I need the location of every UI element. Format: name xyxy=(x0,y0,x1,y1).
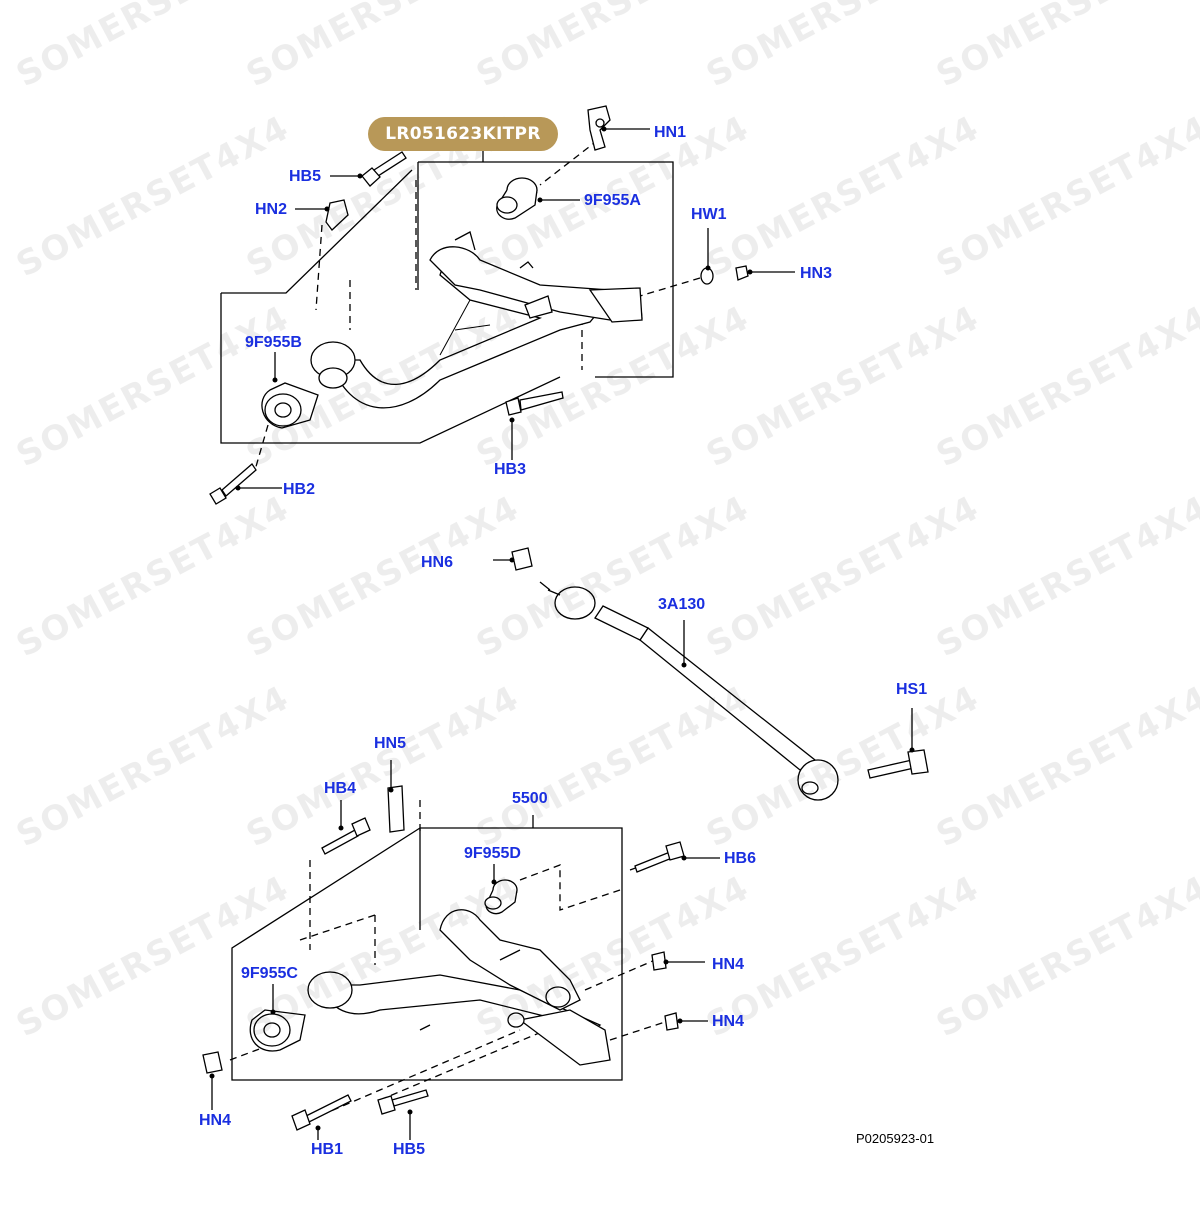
label-hb1: HB1 xyxy=(311,1141,344,1158)
label-hn4-b: HN4 xyxy=(712,1013,745,1030)
label-hs1: HS1 xyxy=(896,681,928,698)
label-5500: 5500 xyxy=(512,790,548,807)
bolt-hb2 xyxy=(209,463,257,505)
bolt-hs1 xyxy=(867,749,929,779)
lower-control-arm-5500 xyxy=(319,909,611,1066)
label-hn4-a: HN4 xyxy=(712,956,745,973)
bushing-9f955b xyxy=(261,341,356,429)
label-hn2: HN2 xyxy=(255,201,288,218)
label-hn3: HN3 xyxy=(800,265,833,282)
label-hn4-c: HN4 xyxy=(199,1112,232,1129)
bolt-hb5-top xyxy=(361,151,407,187)
kit-part-number-badge: LR051623KITPR xyxy=(368,117,558,151)
bolt-hb5-bottom xyxy=(377,1089,429,1115)
bolt-hb3 xyxy=(505,391,564,416)
label-hw1: HW1 xyxy=(691,206,727,223)
label-hn1: HN1 xyxy=(654,124,687,141)
bolt-hb4 xyxy=(321,817,371,855)
bushing-9f955d xyxy=(484,879,518,915)
label-hb5-top: HB5 xyxy=(289,168,322,185)
label-3a130: 3A130 xyxy=(658,596,706,613)
track-rod-3a130 xyxy=(539,581,839,801)
label-9f955d: 9F955D xyxy=(464,845,521,862)
bushing-9f955c xyxy=(249,971,353,1052)
label-hb4: HB4 xyxy=(324,780,357,797)
upper-control-arm xyxy=(329,231,643,409)
label-hb6: HB6 xyxy=(724,850,757,867)
label-9f955a: 9F955A xyxy=(584,192,641,209)
reference-code: P0205923-01 xyxy=(856,1131,935,1146)
label-hb2: HB2 xyxy=(283,481,316,498)
label-9f955c: 9F955C xyxy=(241,965,298,982)
label-hn5: HN5 xyxy=(374,735,407,752)
bushing-9f955a xyxy=(496,177,538,220)
label-9f955b: 9F955B xyxy=(245,334,302,351)
label-hb5-bottom: HB5 xyxy=(393,1141,426,1158)
label-hn6: HN6 xyxy=(421,554,454,571)
bolt-hb1 xyxy=(291,1094,352,1131)
bolt-hb6 xyxy=(634,841,685,873)
label-hb3: HB3 xyxy=(494,461,527,478)
